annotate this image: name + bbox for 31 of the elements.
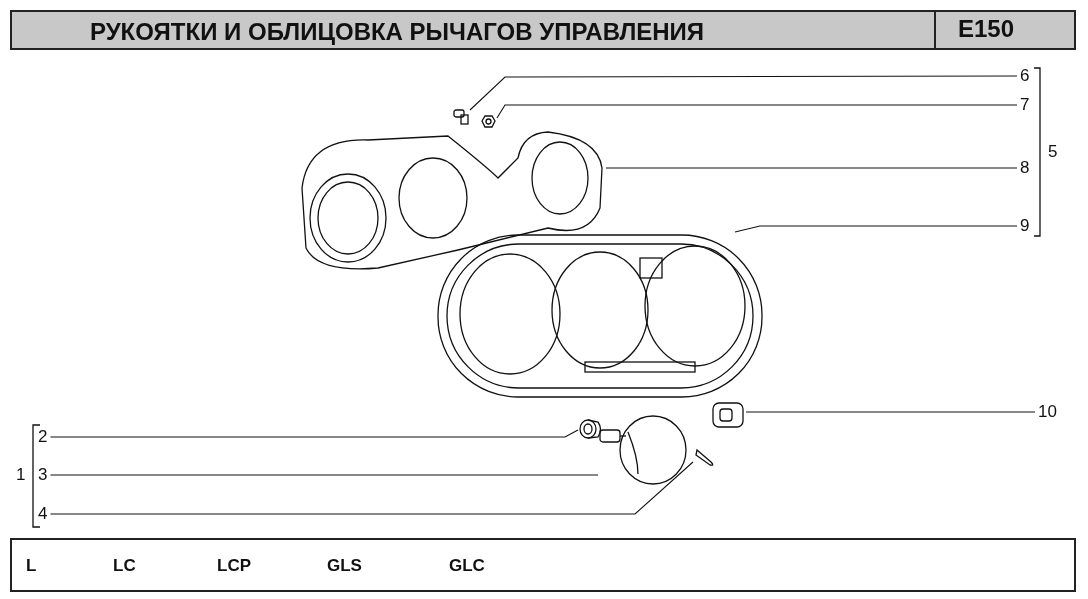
leader-line xyxy=(605,167,1018,169)
cap-drawing xyxy=(710,400,746,430)
callout-number: 9 xyxy=(1020,216,1030,236)
leader-line xyxy=(745,411,1036,413)
variant-code: GLC xyxy=(449,556,485,576)
callout-number: 1 xyxy=(16,465,26,485)
leader-line xyxy=(49,474,599,476)
leader-line xyxy=(469,75,1018,111)
callout-number: 3 xyxy=(38,465,48,485)
variant-code: GLS xyxy=(327,556,362,576)
nut-drawing xyxy=(480,114,497,129)
screw-drawing xyxy=(452,108,470,126)
bushing-drawing xyxy=(578,417,604,441)
callout-number: 7 xyxy=(1020,95,1030,115)
variant-code: LCP xyxy=(217,556,251,576)
variant-code: L xyxy=(26,556,37,576)
knob-drawing xyxy=(598,412,688,486)
callout-number: 10 xyxy=(1038,402,1057,422)
code-label: E150 xyxy=(958,15,1015,43)
variant-code: LC xyxy=(113,556,136,576)
callout-number: 6 xyxy=(1020,66,1030,86)
callout-number: 2 xyxy=(38,427,48,447)
callout-number: 8 xyxy=(1020,158,1030,178)
title: РУКОЯТКИ И ОБЛИЦОВКА РЫЧАГОВ УПРАВЛЕНИЯ xyxy=(90,18,705,46)
callout-number: 4 xyxy=(38,504,48,524)
leader-line xyxy=(496,104,1018,119)
leader-line xyxy=(734,225,1018,233)
leader-line xyxy=(49,429,579,438)
leader-line xyxy=(49,461,694,515)
bezel-drawing xyxy=(435,232,765,400)
callout-number: 5 xyxy=(1048,142,1058,162)
